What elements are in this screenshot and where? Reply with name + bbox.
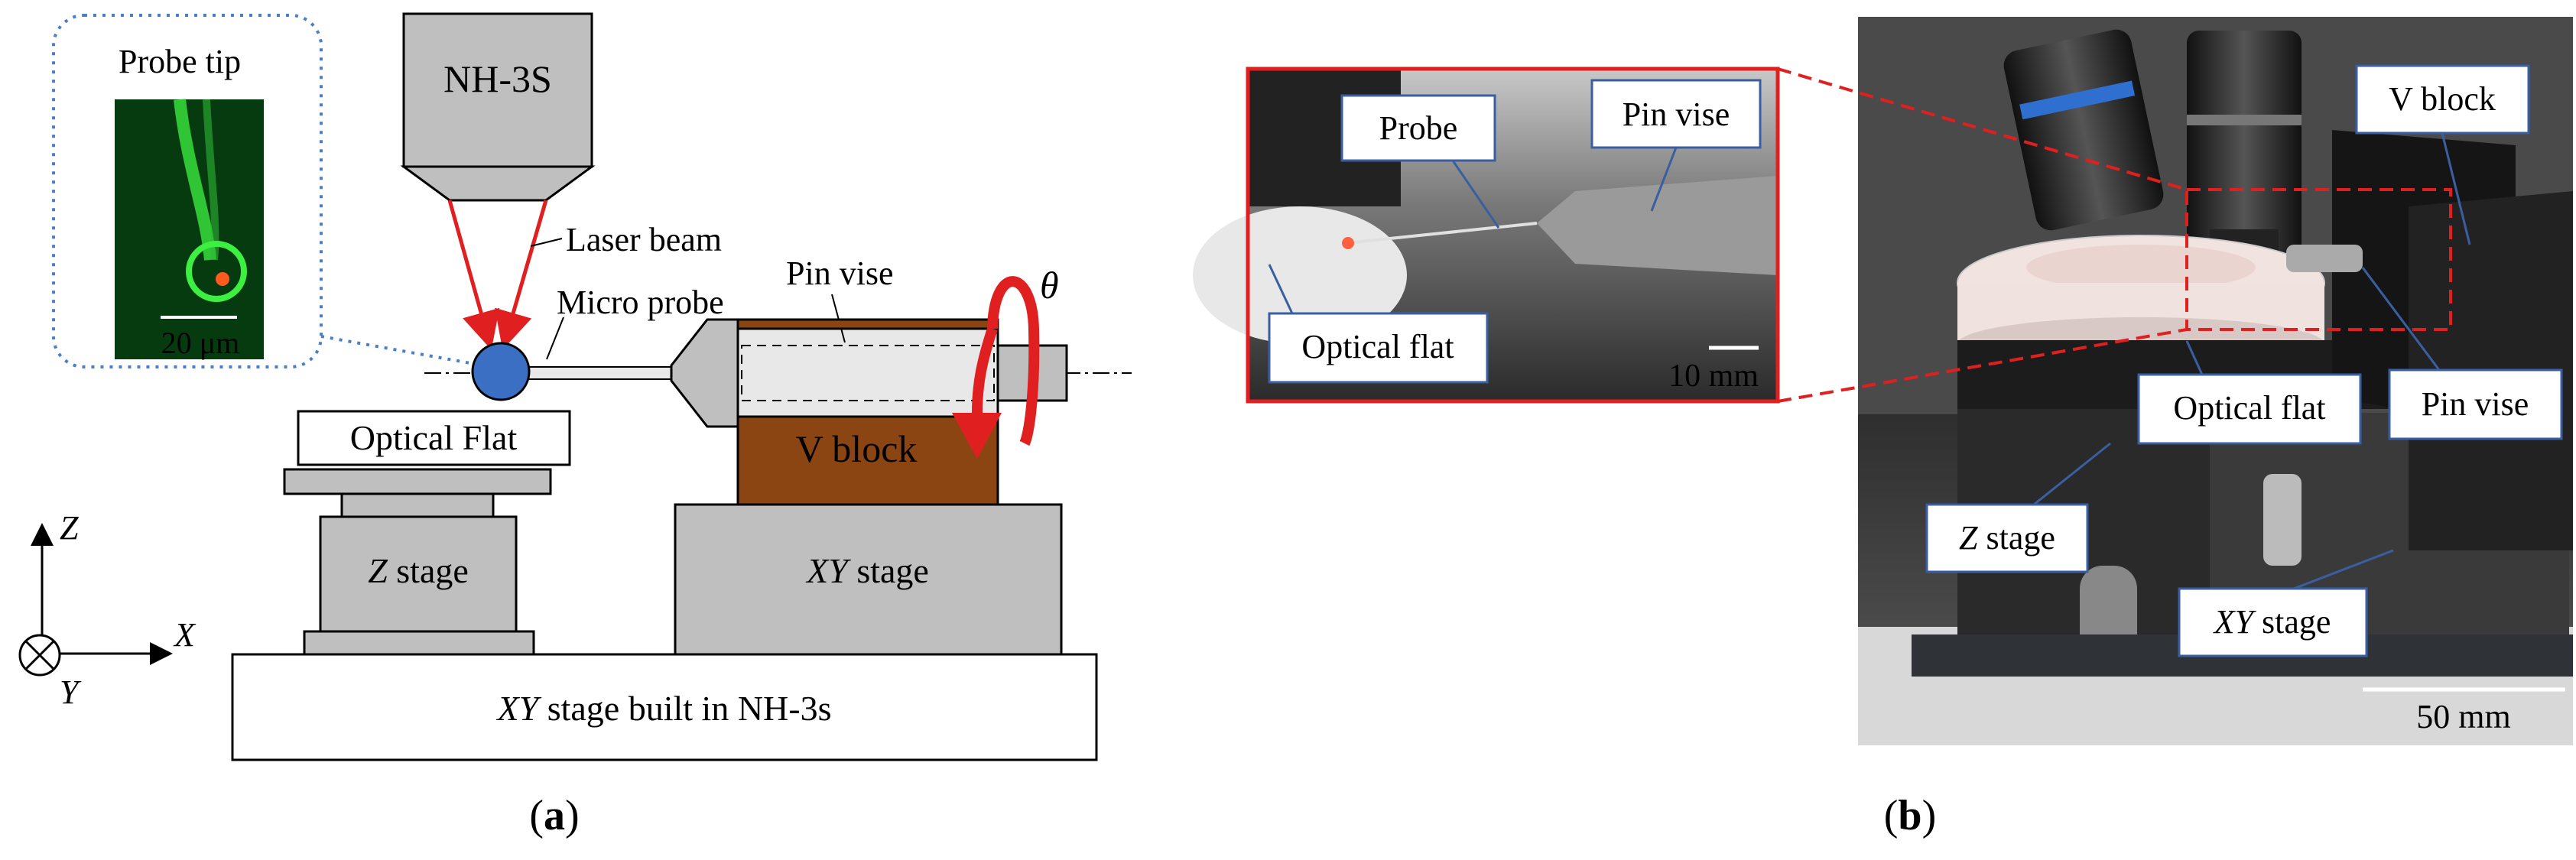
z-stage-leader [2033, 442, 2111, 506]
optical-flat-box [2137, 373, 2362, 445]
probe-shaft [527, 366, 681, 380]
nh3s-nozzle [400, 165, 596, 202]
scale-bar-50: 50 mm [2416, 698, 2510, 735]
xy-stage-box [2178, 587, 2368, 657]
laser-beam-leader [530, 238, 563, 247]
inset-connector [320, 335, 471, 365]
inset-probe-box [1340, 94, 1496, 162]
v-block-label: V block [796, 427, 918, 470]
probe-tip-title: Probe tip [119, 43, 241, 80]
inset-laser-dot [1342, 237, 1354, 249]
inset-optical-flat-leader [1268, 264, 1294, 314]
objective-lens-1 [2003, 29, 2164, 231]
micro-probe-label: Micro probe [557, 284, 724, 321]
rotation-arrow [987, 276, 1040, 446]
z-stage-top-plate [283, 468, 552, 495]
z-stage-photo-label: Z stage [1959, 519, 2055, 557]
nh3s-label: NH-3S [443, 57, 552, 100]
pin-vise-inner [741, 345, 995, 401]
v-block-photo-label: V block [2389, 80, 2496, 118]
photo-optical-flat-inner [2026, 245, 2256, 290]
inset-probe-line [1345, 222, 1538, 245]
inset-probe-leader [1451, 160, 1500, 229]
laser-beam-right [495, 200, 548, 350]
axis-x-label: X [173, 616, 197, 654]
optical-flat-photo-label: Optical flat [2173, 389, 2325, 427]
axis-y-cross-2 [24, 640, 55, 670]
objective-lens-2 [2187, 31, 2302, 260]
xy-stage-label: XY stage [805, 551, 929, 590]
objective-lens-1-ring [2019, 80, 2136, 120]
pin-vise-photo-leader [2361, 267, 2441, 371]
base-label: XY stage built in NH-3s [496, 689, 832, 728]
rotation-arrowhead [952, 413, 1002, 459]
inset-scale: 10 mm [1668, 359, 1759, 394]
z-stage-label: Z stage [368, 551, 469, 590]
pin-vise-cone [670, 318, 739, 428]
laser-beam-label: Laser beam [566, 221, 722, 258]
inset-pin-vise-label: Pin vise [1623, 96, 1730, 133]
zoom-connector-top [1777, 67, 2188, 191]
inset-probe-label: Probe [1379, 109, 1458, 147]
xy-stage [674, 503, 1063, 656]
z-stage-foot [303, 630, 535, 656]
caption-a: (a) [529, 792, 579, 839]
inset-optical-flat-label: Optical flat [1301, 328, 1454, 365]
xy-stage-photo-label: XY stage [2213, 603, 2331, 641]
panel-a: Probe tip 20 μm NH-3S Laser beam Micro p… [18, 12, 1132, 839]
z-stage-neck [340, 492, 495, 518]
micro-scale-bar: 20 μm [161, 326, 240, 360]
optical-flat-leader [2185, 340, 2204, 375]
laser-beam-left [447, 200, 500, 350]
optical-flat-label: Optical Flat [350, 418, 518, 457]
zoom-region [2185, 188, 2452, 331]
axis-z-label: Z [60, 509, 79, 547]
theta-label: θ [1040, 264, 1059, 307]
v-block-box [2355, 64, 2530, 135]
photo-pin-vise [2286, 245, 2363, 272]
caption-b: (b) [1884, 792, 1936, 839]
axis-y-label: Y [60, 673, 82, 711]
base-xy-stage [231, 653, 1098, 761]
inset-frame [1246, 67, 1780, 404]
micro-probe-leader [546, 316, 564, 360]
probe-ball [186, 241, 247, 302]
inset-pin-vise [1537, 176, 1778, 275]
probe-sphere [471, 342, 531, 401]
inset-pin-vise-box [1590, 79, 1762, 149]
v-block-top [736, 318, 999, 330]
zoom-connector-bottom [1777, 328, 2188, 403]
inset-optical-flat-box [1268, 312, 1489, 384]
pin-vise-label: Pin vise [786, 255, 894, 292]
inset-pin-vise-leader [1650, 147, 1678, 212]
optical-flat [297, 410, 571, 466]
pin-vise-photo-label: Pin vise [2422, 385, 2529, 423]
rotation-arrow-tail [972, 326, 998, 414]
pin-vise-box [2388, 368, 2563, 440]
panel-b: 50 mm 10 mm Probe Pin vise Optical flat … [1193, 17, 2573, 839]
v-block-leader [2441, 132, 2471, 245]
objective-lens-2-ring [2187, 115, 2302, 125]
photo-xy-knob [2263, 474, 2302, 566]
xy-stage-leader [2293, 549, 2394, 590]
z-stage-box [1925, 503, 2089, 573]
v-block [736, 415, 999, 506]
probe-focus-spot [216, 272, 229, 286]
